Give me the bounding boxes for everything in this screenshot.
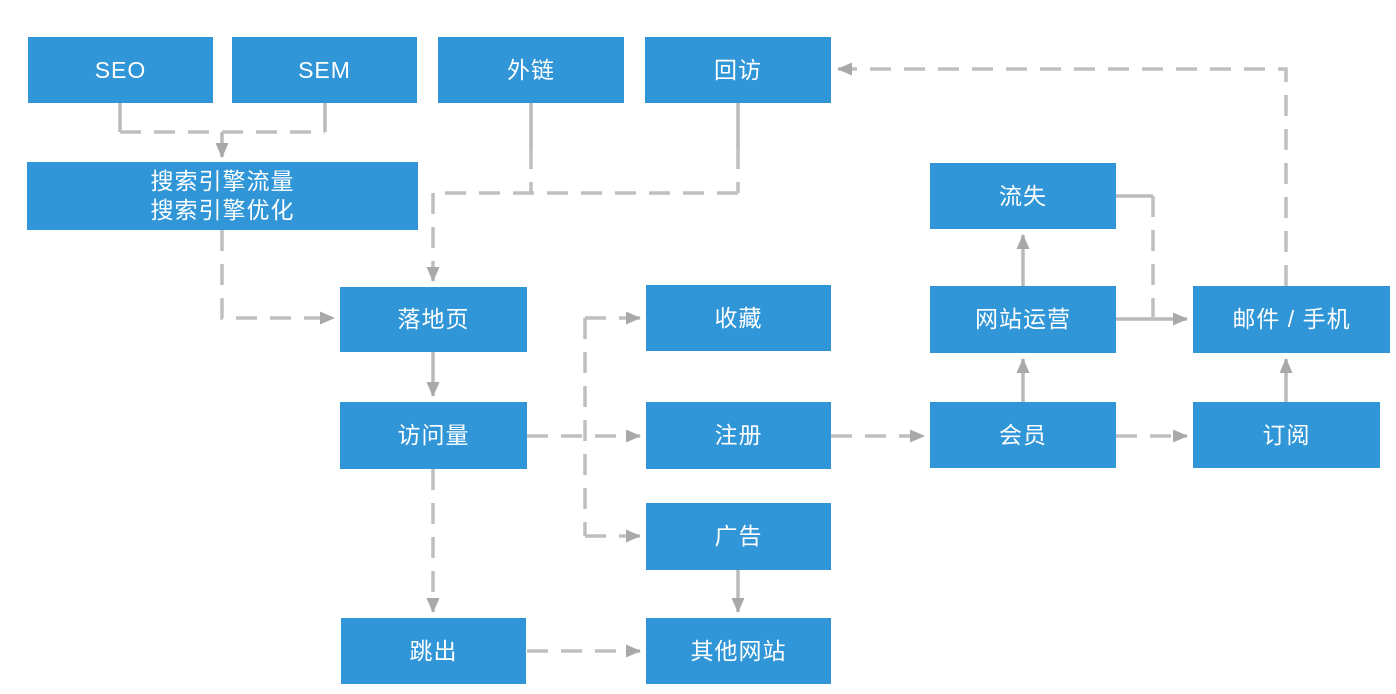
node-email-phone-label: 邮件 / 手机 xyxy=(1232,306,1351,332)
node-landing-page-label: 落地页 xyxy=(397,306,470,332)
node-churn-label: 流失 xyxy=(999,182,1047,209)
node-members-label: 会员 xyxy=(999,421,1047,448)
node-search-engine: 搜索引擎流量 搜索引擎优化 xyxy=(27,162,418,230)
node-other-sites: 其他网站 xyxy=(646,618,831,684)
node-visits: 访问量 xyxy=(340,402,527,469)
node-sem-label: SEM xyxy=(298,56,351,83)
node-revisit: 回访 xyxy=(645,37,831,103)
edge-search-engine-to-landing-page xyxy=(220,230,335,325)
node-churn: 流失 xyxy=(930,163,1116,229)
node-favorites: 收藏 xyxy=(646,285,831,351)
node-ads-label: 广告 xyxy=(714,523,763,549)
node-external-links-label: 外链 xyxy=(507,56,555,83)
node-external-links: 外链 xyxy=(438,37,624,103)
node-favorites-label: 收藏 xyxy=(714,304,763,331)
node-registration: 注册 xyxy=(646,402,831,469)
node-visits-label: 访问量 xyxy=(397,422,470,448)
node-members: 会员 xyxy=(930,402,1116,468)
node-seo: SEO xyxy=(28,37,213,103)
node-other-sites-label: 其他网站 xyxy=(690,637,787,664)
node-search-engine-line1: 搜索引擎流量 xyxy=(150,168,295,194)
node-subscription: 订阅 xyxy=(1193,402,1380,468)
node-bounce: 跳出 xyxy=(341,618,526,684)
edge-email-phone-to-revisit xyxy=(837,62,1288,286)
node-bounce-label: 跳出 xyxy=(409,637,458,664)
node-sem: SEM xyxy=(232,37,417,103)
node-landing-page: 落地页 xyxy=(340,287,527,352)
node-seo-label: SEO xyxy=(94,56,147,83)
node-revisit-label: 回访 xyxy=(714,56,762,83)
node-email-phone: 邮件 / 手机 xyxy=(1193,286,1390,353)
node-site-operations: 网站运营 xyxy=(930,286,1116,353)
node-ads: 广告 xyxy=(646,503,831,570)
node-site-operations-label: 网站运营 xyxy=(975,306,1071,332)
node-search-engine-line2: 搜索引擎优化 xyxy=(150,197,295,223)
node-subscription-label: 订阅 xyxy=(1262,421,1311,448)
node-registration-label: 注册 xyxy=(714,422,763,448)
